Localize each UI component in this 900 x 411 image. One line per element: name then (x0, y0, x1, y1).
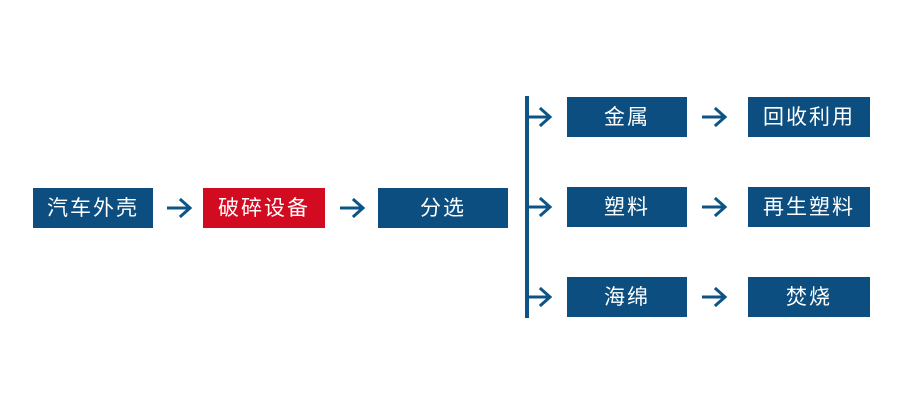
arrow-right-icon-3 (702, 105, 732, 129)
node-regenerated-plastic[interactable]: 再生塑料 (748, 187, 870, 227)
node-plastic[interactable]: 塑料 (567, 187, 687, 227)
branch-arrow-right-icon-2 (527, 195, 557, 219)
arrow-right-icon-5 (702, 285, 732, 309)
node-sponge[interactable]: 海绵 (567, 277, 687, 317)
node-incineration[interactable]: 焚烧 (748, 277, 870, 317)
node-shredding-equipment[interactable]: 破碎设备 (203, 188, 325, 228)
node-metal[interactable]: 金属 (567, 97, 687, 137)
node-sorting[interactable]: 分选 (378, 188, 508, 228)
branch-arrow-right-icon-1 (527, 105, 557, 129)
node-recycle-reuse[interactable]: 回收利用 (748, 97, 870, 137)
arrow-right-icon-2 (340, 196, 370, 220)
arrow-right-icon-4 (702, 195, 732, 219)
branch-arrow-right-icon-3 (527, 285, 557, 309)
arrow-right-icon-1 (167, 196, 197, 220)
node-auto-shell[interactable]: 汽车外壳 (33, 188, 153, 228)
